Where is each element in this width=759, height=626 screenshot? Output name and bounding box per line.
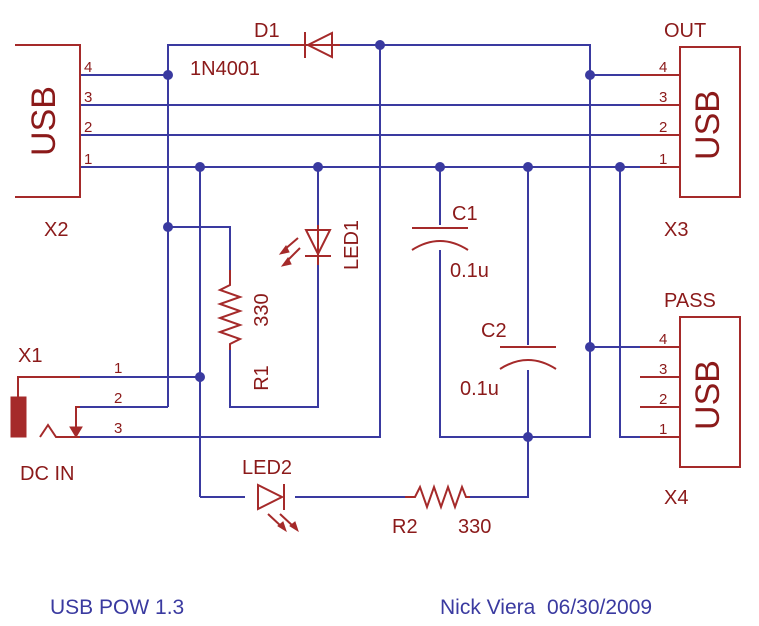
x2-body-label: USB <box>25 86 63 156</box>
junction-dot <box>163 70 173 80</box>
diode-d1: D1 1N4001 <box>190 20 340 80</box>
x3-pin1-label: 1 <box>659 151 667 168</box>
led1-ref: LED1 <box>341 220 363 270</box>
c2-plate-bottom <box>499 359 557 370</box>
x1-jack-arrow <box>69 426 83 438</box>
junction-dot <box>435 162 445 172</box>
wire-d1-anode <box>167 44 290 75</box>
x3-pin3-label: 3 <box>659 89 667 106</box>
wire-d1-cathode <box>340 44 591 75</box>
wire-c1-bottom <box>439 250 528 438</box>
x4-body <box>679 316 741 468</box>
r2-value: 330 <box>458 516 491 538</box>
x2-pin4-label: 4 <box>84 59 92 76</box>
junctions <box>163 40 625 442</box>
r1-ref: R1 <box>251 365 273 391</box>
x2-name: X2 <box>44 219 68 241</box>
x4-pin4-label: 4 <box>659 331 667 348</box>
x3-pin4-label: 4 <box>659 59 667 76</box>
x1-jack-tip <box>17 376 80 397</box>
x3-body <box>679 46 741 198</box>
x1-pin3-label: 3 <box>114 420 122 437</box>
d1-triangle <box>305 31 333 59</box>
led-led1: LED1 <box>278 220 363 270</box>
junction-dot <box>585 70 595 80</box>
c1-plate-bottom <box>411 240 469 251</box>
resistor-r1: 330 R1 <box>216 270 273 391</box>
wire-x4-pin1 <box>619 167 640 438</box>
x4-name: X4 <box>664 487 688 509</box>
capacitor-c2: C2 0.1u <box>460 320 557 400</box>
x1-caption: DC IN <box>20 463 74 485</box>
x3-pin2-label: 2 <box>659 119 667 136</box>
r1-zigzag <box>216 270 244 350</box>
wire-r1-led1 <box>229 265 319 408</box>
x1-pin1-label: 1 <box>114 360 122 377</box>
wire-r2-right <box>470 437 529 498</box>
wire-x1-pin3 <box>80 45 381 438</box>
x4-pin1-label: 1 <box>659 421 667 438</box>
led-led2: LED2 <box>242 457 299 533</box>
connector-x3: USB 4 3 2 1 OUT X3 <box>640 20 741 241</box>
junction-dot <box>313 162 323 172</box>
x3-name: X3 <box>664 219 688 241</box>
junction-dot <box>195 372 205 382</box>
x1-jack-pin <box>10 396 27 438</box>
connector-x1: 1 2 3 X1 DC IN <box>10 345 122 485</box>
r2-zigzag <box>405 483 470 511</box>
led2-triangle <box>257 483 285 511</box>
x2-pin2-label: 2 <box>84 119 92 136</box>
x4-body-label: USB <box>689 360 727 430</box>
x3-title: OUT <box>664 20 706 42</box>
x4-title: PASS <box>664 290 716 312</box>
x2-body <box>15 44 81 198</box>
led2-ref: LED2 <box>242 457 292 479</box>
x4-pin3-label: 3 <box>659 361 667 378</box>
d1-ref: D1 <box>254 20 280 42</box>
wire-v590 <box>528 75 591 438</box>
c1-value: 0.1u <box>450 260 489 282</box>
junction-dot <box>585 342 595 352</box>
wires <box>80 44 640 498</box>
junction-dot <box>163 222 173 232</box>
connector-x4: USB 4 3 2 1 PASS X4 <box>640 290 741 509</box>
r1-value: 330 <box>251 293 273 326</box>
junction-dot <box>615 162 625 172</box>
junction-dot <box>195 162 205 172</box>
x2-pin3-label: 3 <box>84 89 92 106</box>
x1-jack-switch <box>39 423 80 438</box>
x2-pin1-label: 1 <box>84 151 92 168</box>
d1-value: 1N4001 <box>190 58 260 80</box>
c2-value: 0.1u <box>460 378 499 400</box>
led1-triangle <box>304 229 332 257</box>
x4-pin2-label: 2 <box>659 391 667 408</box>
resistor-r2: R2 330 <box>392 483 491 538</box>
junction-dot <box>375 40 385 50</box>
x3-body-label: USB <box>689 90 727 160</box>
wire-r1-top <box>168 226 231 270</box>
x1-jack-sleeve <box>75 406 80 430</box>
junction-dot <box>523 162 533 172</box>
connector-x2: USB 4 3 2 1 X2 <box>15 44 92 241</box>
c1-ref: C1 <box>452 203 478 225</box>
schematic-title: USB POW 1.3 <box>50 596 184 619</box>
junction-dot <box>523 432 533 442</box>
c2-ref: C2 <box>481 320 507 342</box>
author-date: Nick Viera 06/30/2009 <box>440 596 652 619</box>
x1-name: X1 <box>18 345 42 367</box>
r2-ref: R2 <box>392 516 418 538</box>
capacitor-c1: C1 0.1u <box>411 203 489 282</box>
x1-pin2-label: 2 <box>114 390 122 407</box>
